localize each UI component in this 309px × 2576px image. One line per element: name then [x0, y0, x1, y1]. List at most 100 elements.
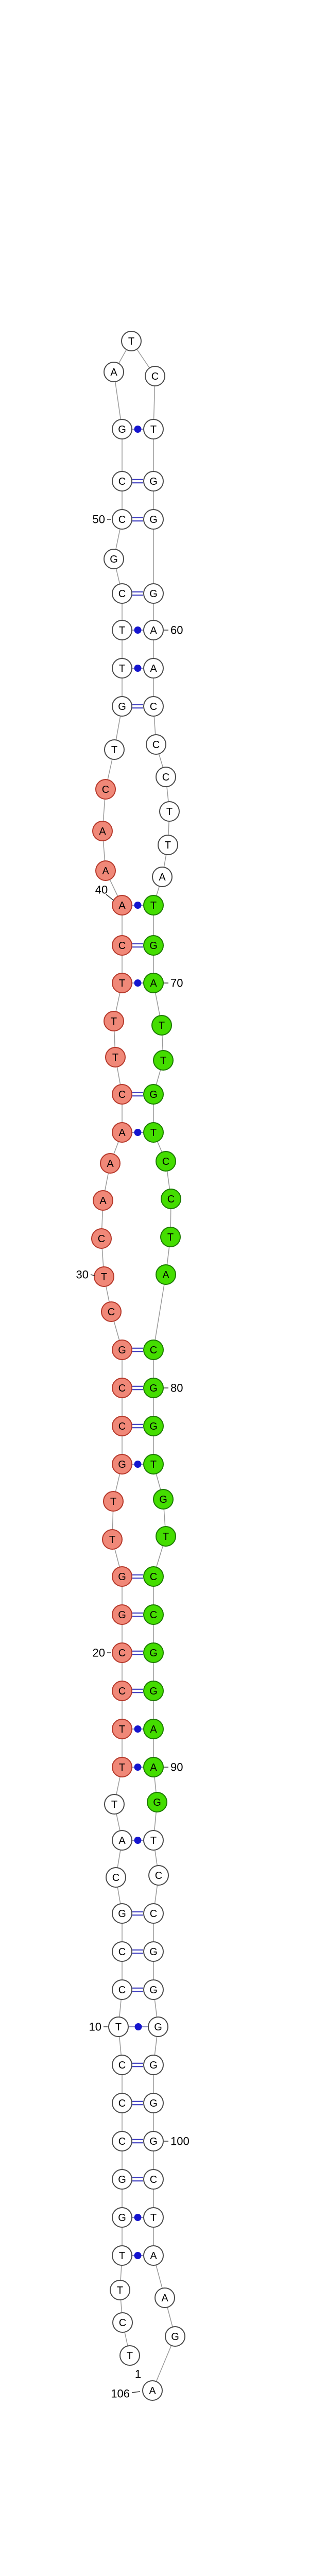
nucleotide[interactable]: G [112, 1340, 132, 1360]
nucleotide-circle[interactable] [100, 1153, 121, 1174]
nucleotide-circle[interactable] [112, 1979, 132, 2000]
nucleotide-circle[interactable] [143, 1979, 164, 2000]
nucleotide[interactable]: G [143, 471, 164, 492]
nucleotide[interactable]: T [158, 835, 178, 855]
nucleotide[interactable]: T [103, 1491, 124, 1512]
nucleotide-circle[interactable] [108, 2016, 129, 2037]
nucleotide-circle[interactable] [143, 973, 164, 993]
nucleotide[interactable]: G [112, 1604, 132, 1625]
nucleotide-circle[interactable] [143, 1416, 164, 1436]
nucleotide-circle[interactable] [112, 1604, 132, 1625]
nucleotide[interactable]: G [112, 696, 132, 717]
nucleotide-circle[interactable] [143, 1084, 164, 1105]
nucleotide-circle[interactable] [110, 2280, 130, 2300]
nucleotide-circle[interactable] [145, 366, 165, 386]
nucleotide[interactable]: C [143, 2169, 164, 2190]
nucleotide-circle[interactable] [112, 1454, 132, 1475]
nucleotide-circle[interactable] [153, 1489, 174, 1510]
nucleotide[interactable]: C [156, 767, 176, 787]
nucleotide-circle[interactable] [102, 1529, 123, 1550]
nucleotide[interactable]: T [143, 895, 164, 916]
nucleotide-circle[interactable] [92, 821, 113, 841]
nucleotide-circle[interactable] [143, 935, 164, 956]
nucleotide[interactable]: T [121, 331, 142, 351]
nucleotide-circle[interactable] [156, 1526, 176, 1547]
nucleotide-circle[interactable] [112, 1719, 132, 1739]
nucleotide-circle[interactable] [112, 2169, 132, 2190]
nucleotide[interactable]: T [143, 1454, 164, 1475]
nucleotide-circle[interactable] [143, 1830, 164, 1851]
nucleotide-circle[interactable] [143, 895, 164, 916]
nucleotide-circle[interactable] [112, 1340, 132, 1360]
nucleotide[interactable]: G [143, 2131, 164, 2151]
nucleotide[interactable]: C [112, 1084, 132, 1105]
nucleotide[interactable]: C [143, 696, 164, 717]
nucleotide-circle[interactable] [156, 1151, 176, 1172]
nucleotide[interactable]: G [147, 1792, 167, 1812]
nucleotide[interactable]: C [112, 1378, 132, 1398]
nucleotide[interactable]: C [112, 1681, 132, 1701]
nucleotide-circle[interactable] [104, 1794, 125, 1815]
nucleotide[interactable]: G [112, 1566, 132, 1587]
nucleotide[interactable]: G [143, 1979, 164, 2000]
nucleotide[interactable]: A [154, 2287, 175, 2308]
nucleotide[interactable]: C [143, 1903, 164, 1924]
nucleotide[interactable]: T [94, 1266, 114, 1287]
nucleotide[interactable]: T [156, 1526, 176, 1547]
nucleotide-circle[interactable] [161, 1189, 181, 1209]
nucleotide-circle[interactable] [95, 860, 116, 881]
nucleotide[interactable]: A [142, 2380, 163, 2401]
nucleotide-circle[interactable] [143, 1454, 164, 1475]
nucleotide-circle[interactable] [143, 2207, 164, 2228]
nucleotide-circle[interactable] [143, 1757, 164, 1777]
nucleotide-circle[interactable] [119, 2345, 140, 2366]
nucleotide-circle[interactable] [143, 1604, 164, 1625]
nucleotide-circle[interactable] [121, 331, 142, 351]
nucleotide[interactable]: G [143, 1084, 164, 1105]
nucleotide-circle[interactable] [112, 1416, 132, 1436]
nucleotide[interactable]: C [112, 509, 132, 530]
nucleotide-circle[interactable] [112, 1757, 132, 1777]
nucleotide[interactable]: A [143, 620, 164, 640]
nucleotide-circle[interactable] [143, 583, 164, 604]
nucleotide[interactable]: C [112, 935, 132, 956]
nucleotide[interactable]: T [153, 1050, 174, 1071]
nucleotide-circle[interactable] [101, 1301, 122, 1322]
nucleotide[interactable]: G [143, 509, 164, 530]
nucleotide[interactable]: G [143, 583, 164, 604]
nucleotide[interactable]: T [151, 1015, 172, 1036]
nucleotide-circle[interactable] [94, 1266, 114, 1287]
nucleotide-circle[interactable] [112, 620, 132, 640]
nucleotide-circle[interactable] [154, 2287, 175, 2308]
nucleotide[interactable]: A [143, 1719, 164, 1739]
nucleotide[interactable]: A [156, 1264, 176, 1285]
nucleotide[interactable]: T [104, 739, 125, 760]
nucleotide-circle[interactable] [148, 1865, 169, 1886]
nucleotide[interactable]: C [148, 1865, 169, 1886]
nucleotide-circle[interactable] [112, 2312, 133, 2333]
nucleotide[interactable]: T [119, 2345, 140, 2366]
nucleotide[interactable]: G [112, 2169, 132, 2190]
nucleotide-circle[interactable] [153, 1050, 174, 1071]
nucleotide-circle[interactable] [93, 1190, 113, 1211]
nucleotide-circle[interactable] [143, 1378, 164, 1398]
nucleotide[interactable]: G [143, 1941, 164, 1962]
nucleotide[interactable]: T [112, 658, 132, 679]
nucleotide[interactable]: C [112, 1941, 132, 1962]
nucleotide[interactable]: T [105, 1047, 126, 1067]
nucleotide[interactable]: A [143, 2245, 164, 2266]
nucleotide-circle[interactable] [104, 1011, 124, 1031]
nucleotide[interactable]: G [143, 2093, 164, 2113]
nucleotide-circle[interactable] [106, 1867, 126, 1888]
nucleotide-circle[interactable] [112, 1903, 132, 1924]
nucleotide[interactable]: C [112, 2055, 132, 2075]
nucleotide[interactable]: G [143, 1681, 164, 1701]
nucleotide-circle[interactable] [112, 583, 132, 604]
nucleotide-circle[interactable] [160, 1227, 181, 1247]
nucleotide-circle[interactable] [143, 2093, 164, 2113]
nucleotide-circle[interactable] [104, 739, 125, 760]
nucleotide[interactable]: C [112, 1642, 132, 1663]
nucleotide-circle[interactable] [112, 1642, 132, 1663]
nucleotide[interactable]: G [104, 549, 124, 569]
nucleotide[interactable]: T [110, 2280, 130, 2300]
